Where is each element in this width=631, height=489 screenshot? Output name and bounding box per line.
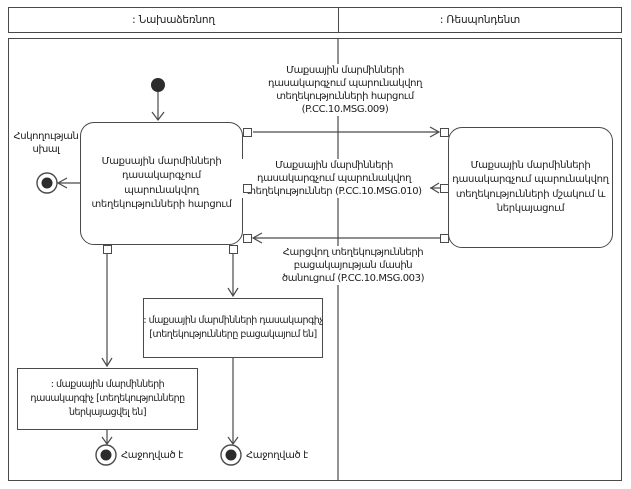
object-node-absent-label: : մաքսային մարմինների դասակարգիչ [տեղեկո… — [143, 314, 323, 340]
final-node-error-icon — [36, 172, 58, 194]
flow-msg010 — [429, 182, 440, 194]
flow-absent — [227, 254, 239, 446]
object-node-presented: : մաքսային մարմինների դասակարգիչ [տեղեկո… — [17, 368, 198, 430]
activity-request-label: Մաքսային մարմինների դասակարգչում պարունա… — [91, 155, 232, 211]
pin-out-notification — [440, 234, 449, 243]
swimlane-header-respondent-label: : Ռեսպոնդենտ — [439, 14, 521, 26]
object-node-presented-label: : մաքսային մարմինների դասակարգիչ [տեղեկո… — [30, 378, 185, 419]
label-success-right: Հաջողված է — [246, 450, 308, 461]
pin-in-request — [440, 128, 449, 137]
pin-out-presented — [103, 245, 112, 254]
swimlane-header-initiator-label: : Նախաձեռնող — [132, 14, 215, 26]
pin-out-request — [243, 128, 252, 137]
swimlane-header-initiator: : Նախաձեռնող — [8, 7, 339, 33]
flow-msg003 — [251, 232, 441, 244]
label-error: Հսկողության սխալ — [13, 131, 79, 155]
flow-error — [56, 177, 80, 189]
activity-process-box: Մաքսային մարմինների դասակարգչում պարունա… — [448, 127, 613, 248]
swimlane-header-respondent: : Ռեսպոնդենտ — [338, 7, 622, 33]
flow-msg009 — [253, 126, 441, 138]
message-label-msg010: Մաքսային մարմինների դասակարգչում պարունա… — [240, 159, 428, 198]
pin-out-absent — [229, 245, 238, 254]
final-node-success-left-icon — [95, 444, 117, 466]
message-label-msg003: Հարցվող տեղեկությունների բացակայության մ… — [255, 246, 451, 285]
activity-request-box: Մաքսային մարմինների դասակարգչում պարունա… — [80, 122, 243, 245]
label-success-left: Հաջողված է — [121, 450, 183, 461]
activity-process-label: Մաքսային մարմինների դասակարգչում պարունա… — [452, 159, 609, 215]
flow-presented — [101, 254, 113, 446]
diagram-frame — [8, 38, 622, 481]
initial-node-icon — [151, 78, 165, 121]
message-label-msg009: Մաքսային մարմինների դասակարգչում պարունա… — [247, 64, 443, 116]
pin-out-info — [440, 184, 449, 193]
final-node-success-right-icon — [220, 444, 242, 466]
pin-in-notification — [243, 234, 252, 243]
object-node-absent: : մաքսային մարմինների դասակարգիչ [տեղեկո… — [143, 298, 323, 358]
pin-in-info — [243, 184, 252, 193]
